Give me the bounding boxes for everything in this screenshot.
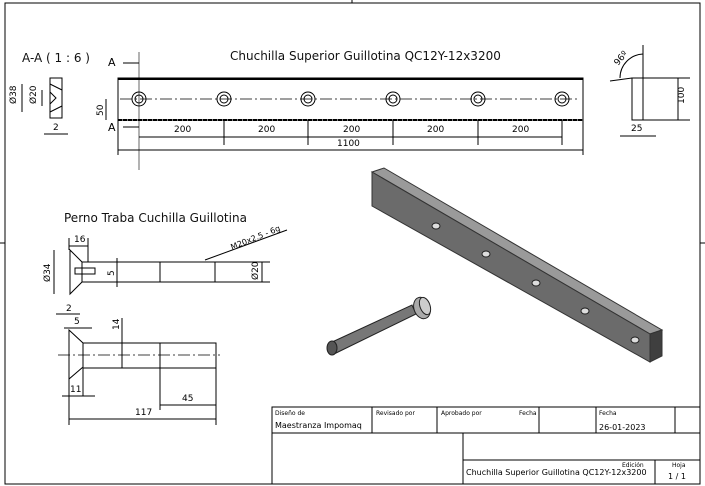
dim-overall: 1100: [337, 139, 360, 149]
blade-title: Chuchilla Superior Guillotina QC12Y-12x3…: [230, 49, 501, 63]
drawing-title: Chuchilla Superior Guillotina QC12Y-12x3…: [466, 468, 647, 477]
dim-total-len: 117: [135, 408, 152, 418]
dim-2: 2: [66, 304, 72, 314]
dim-shank-dia: Ø20: [250, 261, 261, 280]
dim-spacing-1: 200: [174, 125, 191, 135]
dim-head-len: 16: [74, 235, 86, 245]
date: 26-01-2023: [599, 423, 646, 432]
dim-inner-dia: Ø20: [28, 85, 39, 104]
edition-label: Edición: [622, 462, 644, 469]
date-label-2: Fecha: [599, 410, 617, 417]
dim-outer-dia: Ø38: [8, 85, 19, 104]
thread-note: M20x2.5 - 6g: [229, 224, 281, 252]
dim-height: 100: [677, 87, 687, 104]
dim-depth: 2: [53, 123, 59, 133]
dim-slot: 5: [107, 270, 117, 276]
dim-spacing-2: 200: [258, 125, 275, 135]
bolt-drawing: Perno Traba Cuchilla Guillotina M20x2.5 …: [42, 211, 288, 425]
dim-spacing-5: 200: [512, 125, 529, 135]
blade-3d-view: [370, 167, 664, 363]
sheet-label: Hoja: [672, 462, 686, 469]
dim-thickness: 25: [631, 124, 642, 134]
dim-head-dia: Ø34: [42, 263, 53, 282]
reviewed-label: Revisado por: [376, 410, 415, 417]
approved-label: Aprobado por: [441, 410, 482, 417]
blade-front-view: Chuchilla Superior Guillotina QC12Y-12x3…: [96, 49, 584, 170]
dim-spacing-4: 200: [427, 125, 444, 135]
designed-by: Maestranza Impomaq: [275, 421, 362, 430]
sheet-number: 1 / 1: [668, 472, 686, 481]
section-mark-top: A: [108, 56, 116, 69]
bolt-title: Perno Traba Cuchilla Guillotina: [64, 211, 247, 225]
section-view-a-a: A-A ( 1 : 6 ) Ø38 Ø20 2: [8, 51, 90, 135]
designed-by-label: Diseño de: [275, 410, 305, 417]
dim-14: 14: [112, 318, 122, 330]
dim-5: 5: [74, 317, 80, 327]
bolt-holes: [131, 91, 570, 107]
date-label-1: Fecha: [519, 410, 537, 417]
dim-spacing-3: 200: [343, 125, 360, 135]
dim-angle: 96º: [613, 49, 631, 67]
blade-side-view: 96º 100 25: [609, 45, 690, 137]
dim-hole-offset: 50: [96, 104, 106, 116]
section-label: A-A ( 1 : 6 ): [22, 51, 90, 65]
bolt-3d-view: [326, 296, 432, 356]
section-mark-bottom: A: [108, 121, 116, 134]
dim-11: 11: [70, 385, 81, 395]
dim-thread-len: 45: [182, 394, 193, 404]
title-block: Diseño de Maestranza Impomaq Revisado po…: [271, 406, 701, 485]
